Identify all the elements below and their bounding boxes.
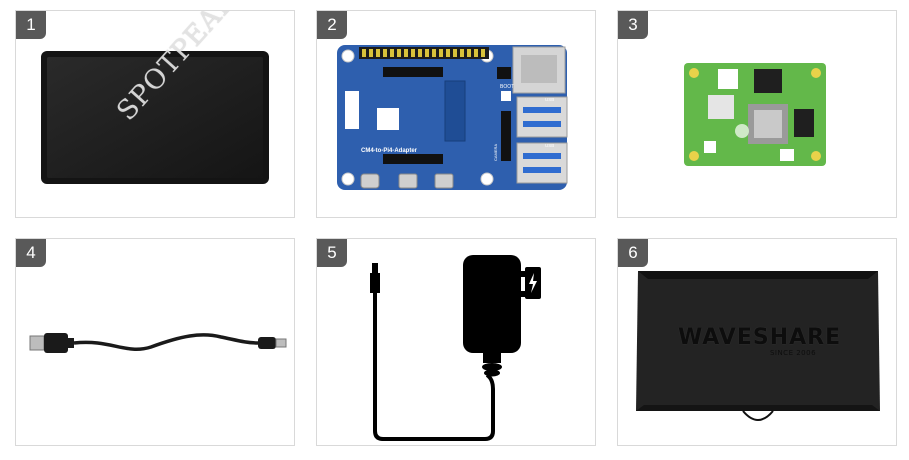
waveshare-logo: WAVESHARE SINCE 2006: [678, 325, 842, 357]
power-adapter-image: [370, 255, 541, 441]
boot-label: BOOT: [500, 84, 514, 90]
card-number-badge: 4: [16, 239, 46, 267]
adapter-name-label: CM4-to-Pi4-Adapter: [361, 148, 418, 154]
card-display[interactable]: SPOTPEAR 1: [15, 10, 295, 218]
card-adapter-board[interactable]: CM4-to-Pi4-Adapter BOOT USB USB CAMERA 2: [316, 10, 596, 218]
display-image: [41, 51, 269, 184]
card-number-badge: 3: [618, 11, 648, 39]
card-number-badge: 6: [618, 239, 648, 267]
compute-module-image: [684, 63, 826, 166]
product-grid: SPOTPEAR 1: [15, 10, 897, 448]
card-number-badge: 1: [16, 11, 46, 39]
brand-name: WAVESHARE: [678, 325, 842, 350]
box-image: [636, 271, 880, 421]
usb-cable-image: [29, 333, 287, 353]
card-number-badge: 2: [317, 11, 347, 39]
brand-since: SINCE 2006: [769, 349, 817, 357]
card-compute-module[interactable]: 3: [617, 10, 897, 218]
card-usb-cable[interactable]: 4: [15, 238, 295, 446]
usb-label-top: USB: [545, 97, 554, 102]
usb-label-bottom: USB: [545, 143, 554, 148]
card-number-badge: 5: [317, 239, 347, 267]
camera-label: CAMERA: [493, 144, 498, 161]
card-box[interactable]: WAVESHARE SINCE 2006 6: [617, 238, 897, 446]
card-power-adapter[interactable]: 5: [316, 238, 596, 446]
adapter-board-image: CM4-to-Pi4-Adapter BOOT USB USB CAMERA: [337, 45, 568, 190]
